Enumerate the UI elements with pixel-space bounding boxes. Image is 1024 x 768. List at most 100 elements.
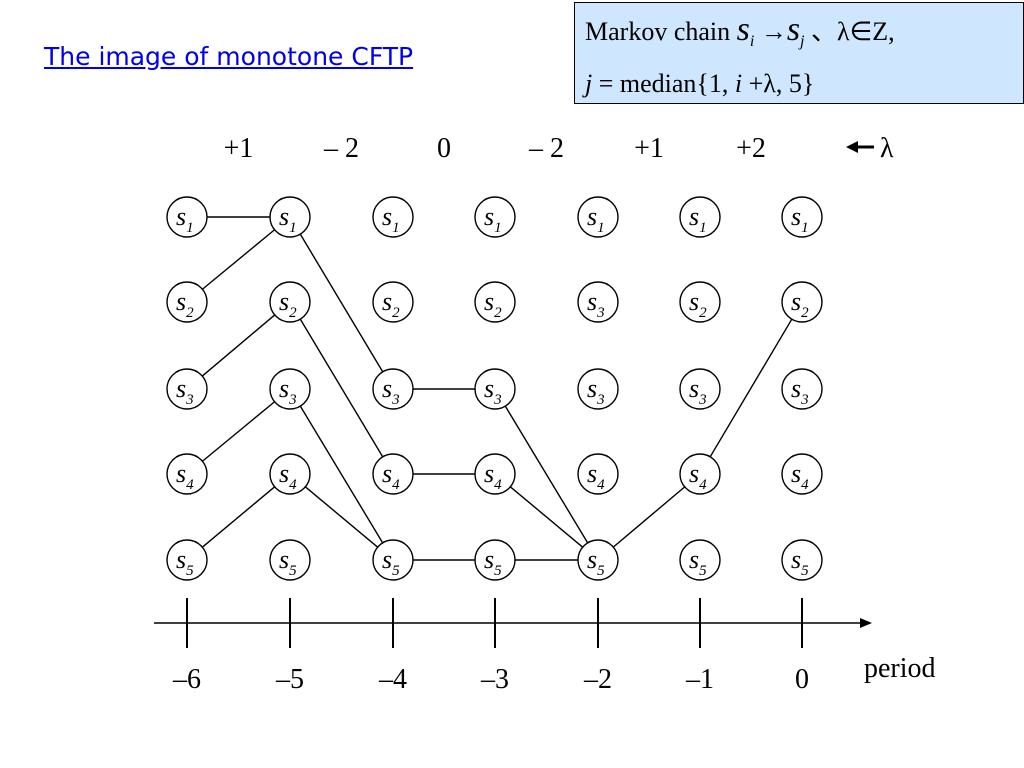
state-node: s1: [781, 196, 823, 238]
state-node: s4: [781, 453, 823, 495]
state-node: s5: [474, 539, 516, 581]
state-node-circle: [166, 453, 208, 495]
state-node: s2: [679, 281, 721, 323]
state-node-circle: [474, 368, 516, 410]
definition-box: Markov chain si →sj 、λ∈Z, j = median{1, …: [574, 2, 1024, 104]
state-node: s4: [269, 453, 311, 495]
lambda-value-0: +1: [224, 133, 254, 164]
state-node: s4: [679, 453, 721, 495]
state-node-circle: [679, 453, 721, 495]
state-nodes: s1 s2 s3 s4 s5 s1 s2 s3 s4 s5 s1 s2 s3 s4 s5 s1 s2 s3 s4 s5…: [166, 196, 823, 581]
transition-edges: [201, 216, 793, 561]
state-node: s5: [679, 539, 721, 581]
definition-var-i: i: [734, 69, 743, 99]
state-node-circle: [577, 368, 619, 410]
definition-suffix: 、λ∈Z,: [811, 17, 895, 46]
definition-line-1: Markov chain si →sj 、λ∈Z,: [585, 9, 1023, 63]
state-node-circle: [372, 539, 414, 581]
state-node: s4: [166, 453, 208, 495]
state-node-circle: [781, 539, 823, 581]
definition-to-sub: j: [800, 33, 805, 51]
state-node: s1: [166, 196, 208, 238]
state-node: s5: [166, 539, 208, 581]
state-node: s1: [679, 196, 721, 238]
state-node: s3: [577, 368, 619, 410]
state-node-circle: [269, 453, 311, 495]
definition-var-j: j: [585, 69, 593, 99]
period-label: 0: [795, 664, 809, 695]
state-node: s1: [577, 196, 619, 238]
definition-prefix: Markov chain: [585, 17, 737, 46]
state-node-circle: [166, 196, 208, 238]
state-node-circle: [679, 539, 721, 581]
state-node: s5: [781, 539, 823, 581]
state-node-circle: [679, 281, 721, 323]
state-node-circle: [269, 281, 311, 323]
lambda-value-4: +1: [634, 133, 664, 164]
transition-edge-1: [201, 229, 276, 290]
state-node: s3: [372, 368, 414, 410]
transition-edge-15: [612, 486, 686, 548]
transition-edge-2: [201, 314, 276, 377]
state-node: s2: [166, 281, 208, 323]
definition-arrow: →: [760, 17, 787, 46]
state-node-circle: [372, 196, 414, 238]
state-node: s3: [474, 368, 516, 410]
definition-median-suffix: +λ, 5}: [742, 69, 815, 99]
state-node: s1: [269, 196, 311, 238]
state-node-circle: [577, 196, 619, 238]
left-arrow-icon: [846, 141, 858, 153]
state-node-circle: [474, 453, 516, 495]
state-node-circle: [372, 368, 414, 410]
state-node-circle: [474, 281, 516, 323]
state-node: s3: [679, 368, 721, 410]
state-node-circle: [372, 453, 414, 495]
lambda-value-1: – 2: [323, 133, 359, 164]
transition-edge-16: [709, 318, 793, 458]
state-node: s3: [577, 281, 619, 323]
state-node-circle: [679, 368, 721, 410]
period-label: –4: [378, 664, 407, 695]
state-node: s1: [372, 196, 414, 238]
state-node: s3: [166, 368, 208, 410]
state-node: s3: [781, 368, 823, 410]
period-label: –2: [583, 664, 612, 695]
state-node: s4: [577, 453, 619, 495]
state-node: s5: [372, 539, 414, 581]
state-node: s2: [781, 281, 823, 323]
lambda-value-3: – 2: [528, 133, 564, 164]
state-node-circle: [781, 453, 823, 495]
state-node: s3: [269, 368, 311, 410]
state-node-circle: [474, 539, 516, 581]
definition-from-sub: i: [749, 33, 755, 51]
transition-edge-5: [299, 233, 384, 373]
transition-edge-8: [304, 486, 379, 548]
period-label: –3: [480, 664, 509, 695]
transition-edge-3: [201, 401, 276, 462]
state-node-circle: [166, 539, 208, 581]
state-node-circle: [781, 368, 823, 410]
title-link[interactable]: The image of monotone CFTP: [44, 42, 414, 71]
lambda-marker: λ: [846, 133, 894, 164]
lambda-label: λ: [880, 133, 894, 164]
state-node-circle: [577, 453, 619, 495]
state-node: s1: [474, 196, 516, 238]
state-node-circle: [269, 539, 311, 581]
transition-edge-12: [504, 405, 589, 544]
state-node: s5: [577, 539, 619, 581]
state-node: s5: [269, 539, 311, 581]
transition-edge-6: [299, 318, 384, 458]
state-node: s4: [372, 453, 414, 495]
definition-line-2: j = median{1, i +λ, 5}: [585, 63, 1023, 105]
lambda-value-5: +2: [736, 133, 766, 164]
state-node-circle: [269, 196, 311, 238]
state-node: s2: [269, 281, 311, 323]
period-label: –6: [172, 664, 201, 695]
state-node-circle: [372, 281, 414, 323]
state-node-circle: [166, 281, 208, 323]
state-node: s4: [474, 453, 516, 495]
state-node-circle: [474, 196, 516, 238]
